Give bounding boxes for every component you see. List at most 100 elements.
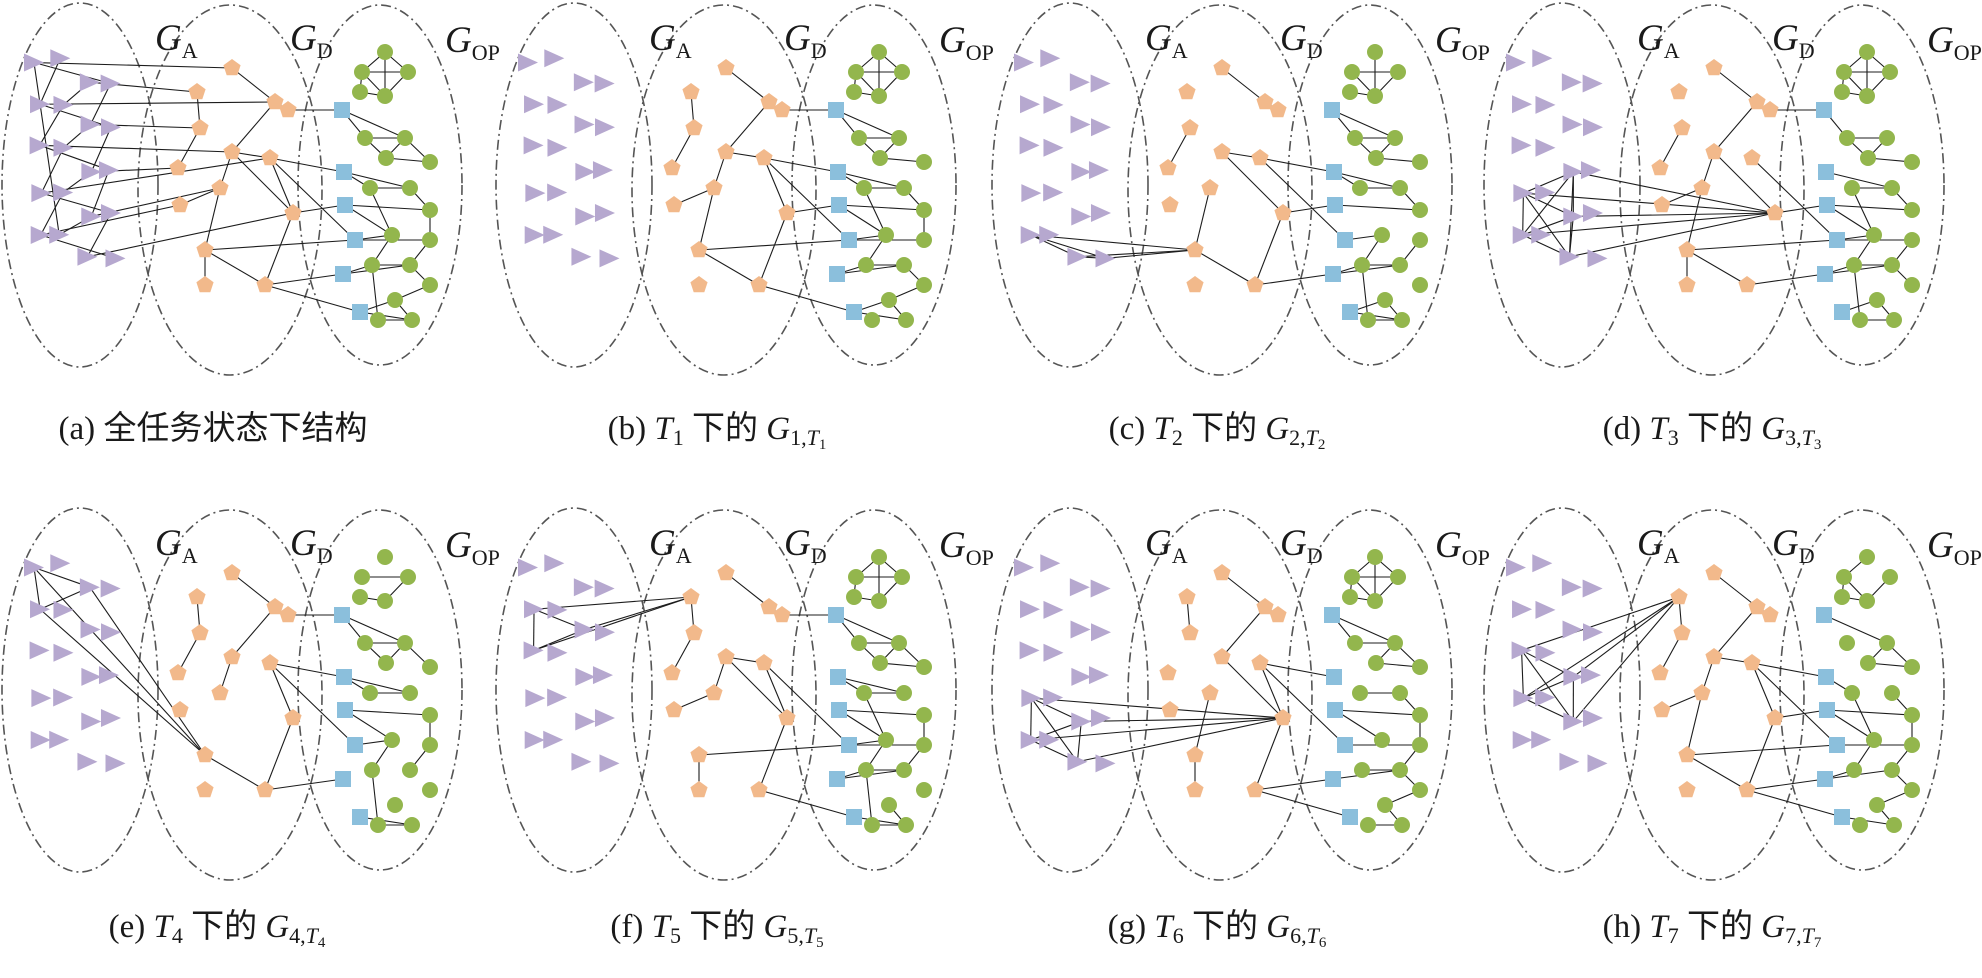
decision-node — [1274, 204, 1292, 221]
decision-node — [196, 781, 214, 798]
decision-node — [1738, 781, 1756, 798]
processing-node — [1817, 266, 1833, 282]
operator-node — [1367, 44, 1383, 60]
operator-node — [1374, 227, 1390, 243]
decision-node — [191, 624, 209, 641]
processing-node — [1325, 771, 1341, 787]
decision-node — [773, 606, 791, 623]
operator-node — [881, 292, 897, 308]
decision-node — [690, 276, 708, 293]
edge — [1254, 273, 1334, 286]
edge — [1823, 614, 1888, 644]
operator-node — [1859, 549, 1875, 565]
agent-group-ellipse — [991, 2, 1149, 368]
operator-node — [1886, 817, 1902, 833]
agent-node — [53, 138, 74, 157]
decision-node — [1693, 179, 1711, 196]
processing-node — [1834, 809, 1850, 825]
agent-node — [1020, 730, 1041, 749]
agent-node — [1090, 118, 1111, 137]
operator-node — [422, 659, 438, 675]
edge — [369, 187, 393, 236]
operator-node — [1392, 257, 1408, 273]
decision-node — [1251, 654, 1269, 671]
agent-node — [29, 641, 50, 660]
operator-node — [357, 130, 373, 146]
agent-node — [544, 49, 565, 68]
edge — [1851, 187, 1875, 236]
agent-node — [100, 579, 121, 598]
processing-node — [828, 102, 844, 118]
operator-node — [1839, 635, 1855, 651]
operator-node — [872, 150, 888, 166]
agent-node — [1090, 74, 1111, 93]
edge — [838, 709, 925, 716]
edge — [1194, 692, 1211, 756]
agent-node — [1562, 620, 1583, 639]
edge — [1572, 596, 1680, 722]
agent-group-ellipse — [495, 507, 653, 873]
edge — [698, 187, 715, 251]
agent-node — [1040, 554, 1061, 573]
agent-group-ellipse — [495, 2, 653, 368]
agent-node — [1582, 579, 1603, 598]
operator-node — [858, 762, 874, 778]
decision-node — [1651, 664, 1669, 681]
operator-node — [898, 312, 914, 328]
operator-node — [1860, 655, 1876, 671]
agent-node — [1513, 184, 1534, 203]
agent-node — [574, 620, 595, 639]
processing-node — [1337, 737, 1353, 753]
decision-node — [1178, 588, 1196, 605]
agent-node — [575, 667, 596, 686]
operator-node — [846, 84, 862, 100]
agent-node — [1582, 118, 1603, 137]
operator-node — [1869, 797, 1885, 813]
edge — [39, 104, 64, 146]
edge — [1841, 816, 1895, 826]
operator-node — [1377, 797, 1393, 813]
operator-node — [1368, 655, 1384, 671]
operator-node — [1904, 782, 1920, 798]
edge — [359, 311, 413, 321]
agent-node — [1020, 225, 1041, 244]
operator-node — [1387, 130, 1403, 146]
decision-node — [223, 648, 241, 665]
decision-node — [1670, 588, 1688, 605]
operator-node — [1412, 232, 1428, 248]
operator-node — [1392, 685, 1408, 701]
operator-node — [1884, 685, 1900, 701]
agent-node — [81, 162, 102, 181]
operator-node — [894, 569, 910, 585]
agent-node — [1535, 643, 1556, 662]
agent-node — [1043, 95, 1064, 114]
operator-node — [402, 762, 418, 778]
edge — [204, 754, 266, 791]
operator-node — [1352, 685, 1368, 701]
decision-node — [1673, 624, 1691, 641]
operator-node — [916, 659, 932, 675]
operator-node — [387, 797, 403, 813]
agent-node — [1580, 666, 1601, 685]
agent-node — [1090, 204, 1111, 223]
decision-node — [755, 149, 773, 166]
edge — [837, 676, 905, 694]
processing-node — [1326, 164, 1342, 180]
edge — [1686, 249, 1748, 286]
agent-node — [1088, 161, 1109, 180]
decision-node — [171, 196, 189, 213]
edge — [758, 789, 855, 818]
edge — [698, 744, 850, 756]
edge — [269, 662, 294, 719]
processing-node — [831, 197, 847, 213]
agent-node — [524, 600, 545, 619]
edge — [1030, 697, 1078, 763]
operator-node — [362, 180, 378, 196]
decision-node — [1651, 159, 1669, 176]
processing-node — [1816, 102, 1832, 118]
operator-node — [387, 292, 403, 308]
edge — [865, 769, 873, 826]
decision-node — [1738, 276, 1756, 293]
agent-node — [518, 558, 539, 577]
agent-node — [547, 643, 568, 662]
